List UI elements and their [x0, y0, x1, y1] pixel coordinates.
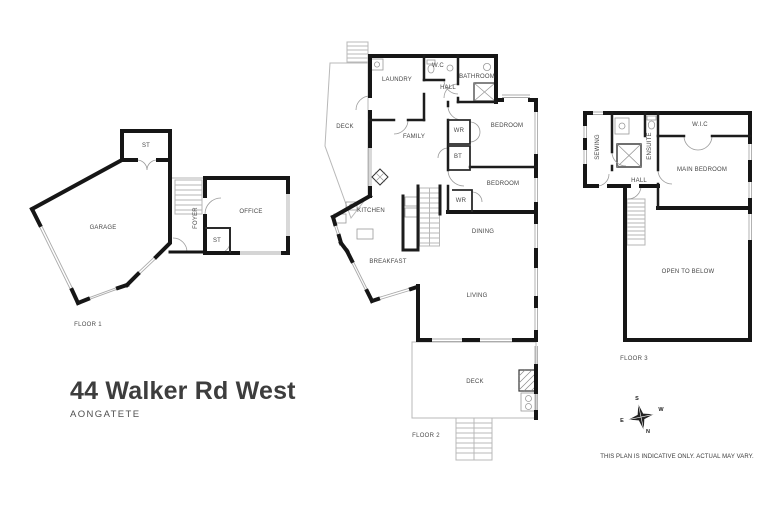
floor2-label: FLOOR 2	[412, 433, 440, 439]
room-label-bedroom-1: BEDROOM	[490, 123, 524, 129]
room-label-deck-lower: DECK	[466, 379, 484, 385]
floor1-label: FLOOR 1	[74, 322, 102, 328]
room-label-open-to-below: OPEN TO BELOW	[661, 269, 715, 275]
compass-rose	[628, 404, 654, 430]
disclaimer-text: THIS PLAN IS INDICATIVE ONLY. ACTUAL MAY…	[600, 454, 754, 460]
room-label-office: OFFICE	[239, 209, 263, 215]
room-label-bathroom-2: BT	[453, 154, 463, 160]
compass-west-label: W	[658, 407, 664, 413]
room-label-ensuite: ENSUITE	[647, 132, 653, 160]
compass-north-label: N	[646, 429, 650, 435]
room-label-foyer: FOYER	[193, 207, 199, 229]
floor3-plan	[583, 111, 752, 342]
room-label-hall-f2: HALL	[440, 85, 456, 91]
room-label-hall-f3: HALL	[631, 178, 647, 184]
room-label-storage-top: ST	[141, 143, 151, 149]
room-label-garage: GARAGE	[89, 225, 117, 231]
room-label-main-bedroom: MAIN BEDROOM	[676, 167, 728, 173]
room-label-laundry: LAUNDRY	[382, 77, 412, 83]
room-label-sewing: SEWING	[595, 134, 601, 160]
compass-south-label: S	[635, 396, 639, 402]
floor1-plan	[29, 129, 290, 306]
room-label-wardrobe-1: WR	[453, 128, 465, 134]
floor3-label: FLOOR 3	[620, 356, 648, 362]
address-title: 44 Walker Rd West	[70, 377, 296, 405]
room-label-storage-office: ST	[212, 238, 222, 244]
compass-east-label: E	[620, 418, 624, 424]
room-label-deck-upper: DECK	[336, 124, 354, 130]
room-label-bedroom-2: BEDROOM	[486, 181, 520, 187]
room-label-breakfast: BREAKFAST	[369, 259, 407, 265]
room-label-wc: W.C	[432, 63, 444, 69]
room-label-family: FAMILY	[402, 134, 426, 140]
room-label-wardrobe-2: WR	[455, 198, 467, 204]
room-label-kitchen: KITCHEN	[357, 208, 385, 214]
room-label-living: LIVING	[466, 293, 488, 299]
listing-title-block: 44 Walker Rd West AONGATETE	[70, 377, 296, 420]
floor2-plan	[324, 41, 538, 461]
room-label-wic: W.I.C	[692, 122, 708, 128]
suburb-subtitle: AONGATETE	[70, 409, 141, 420]
room-label-bathroom: BATHROOM	[459, 74, 495, 80]
room-label-dining: DINING	[471, 229, 495, 235]
